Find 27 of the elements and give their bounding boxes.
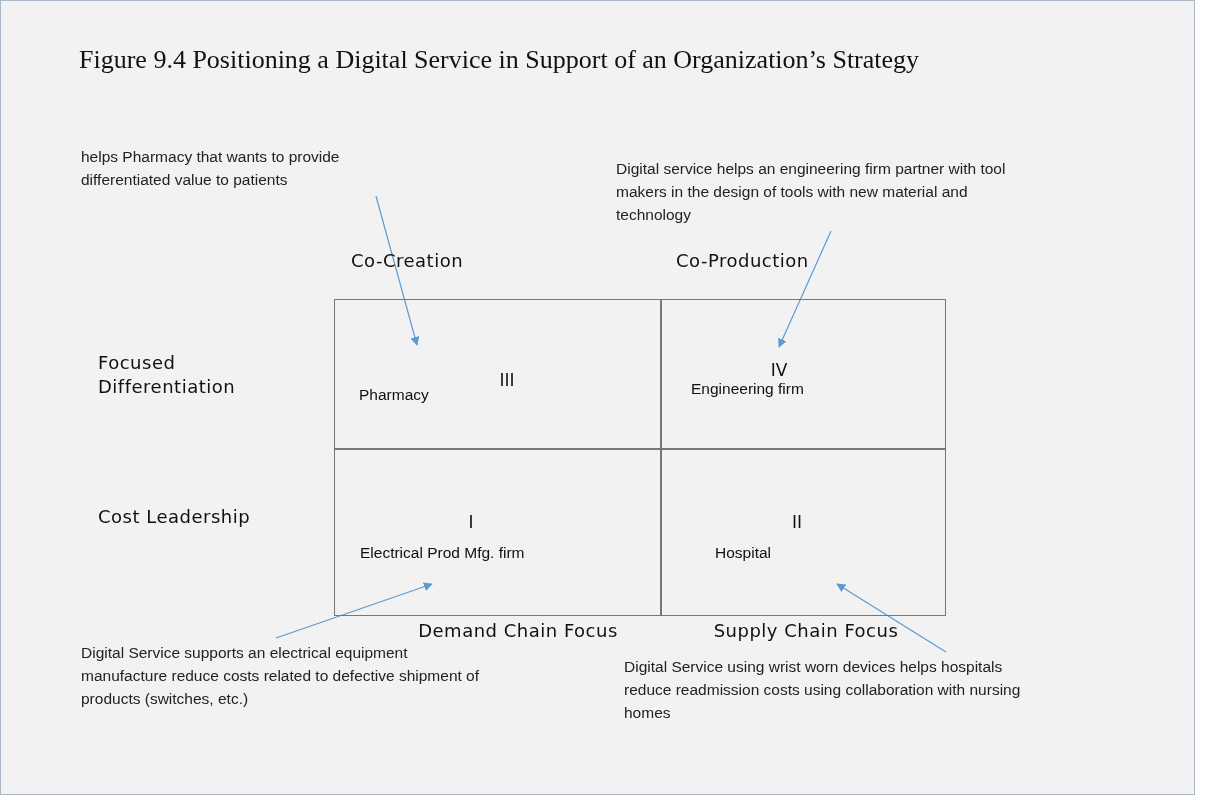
quadrant-box <box>661 449 946 616</box>
quadrant-label: Engineering firm <box>691 380 804 398</box>
axis-label: Supply Chain Focus <box>712 619 900 643</box>
axis-label: Cost Leadership <box>98 505 252 529</box>
axis-label: Co-Production <box>676 249 810 273</box>
quadrant-box <box>334 299 661 449</box>
axis-label: Co-Creation <box>351 249 465 273</box>
callout-text: Digital Service using wrist worn devices helps hospitals reduce readmission costs using collaboration with nursing homes <box>624 655 1034 724</box>
callout-text: helps Pharmacy that wants to provide differentiated value to patients <box>81 145 411 191</box>
quadrant-number: IV <box>770 360 788 380</box>
quadrant-number: I <box>468 512 474 532</box>
arrow <box>375 195 420 346</box>
quadrant-number: III <box>499 370 515 390</box>
quadrant-label: Hospital <box>715 544 771 562</box>
quadrant-number: II <box>792 512 802 532</box>
callout-text: Digital Service supports an electrical equipment manufacture reduce costs related to defective shipment of products (switches, etc.) <box>81 641 481 710</box>
axis-label: Focused Differentiation <box>98 351 237 399</box>
axis-label: Demand Chain Focus <box>418 619 618 643</box>
arrow <box>778 230 832 348</box>
callout-text: Digital service helps an engineering firm partner with tool makers in the design of tools with new material and technology <box>616 157 1026 226</box>
quadrant-box <box>661 299 946 449</box>
quadrant-box <box>334 449 661 616</box>
quadrant-label: Pharmacy <box>359 386 429 404</box>
quadrant-label: Electrical Prod Mfg. firm <box>360 544 525 562</box>
arrow <box>836 583 947 653</box>
figure-title: Figure 9.4 Positioning a Digital Service in Support of an Organization’s Strategy <box>79 45 920 75</box>
arrow <box>275 582 433 639</box>
